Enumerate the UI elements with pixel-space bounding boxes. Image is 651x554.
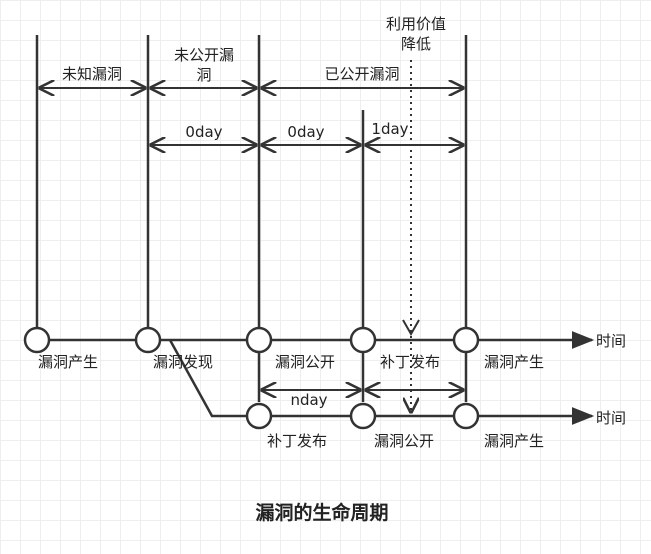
branch-axis-label: 时间 bbox=[596, 409, 626, 427]
main-node-label-3: 补丁发布 bbox=[380, 353, 440, 371]
node-patch bbox=[349, 326, 377, 354]
value-drop-arrow-head bbox=[402, 319, 420, 337]
node-end bbox=[452, 326, 480, 354]
main-node-label-2: 漏洞公开 bbox=[275, 353, 335, 371]
branch-node-label-0: 补丁发布 bbox=[267, 432, 327, 450]
label-1day: 1day bbox=[371, 120, 408, 138]
label-disclosed: 已公开漏洞 bbox=[324, 65, 399, 83]
label-undisclosed-2: 洞 bbox=[196, 66, 211, 84]
main-node-label-1: 漏洞发现 bbox=[153, 353, 213, 371]
branch-node-end bbox=[452, 402, 480, 430]
branch-node-label-1: 漏洞公开 bbox=[374, 432, 434, 450]
branch-node-label-2: 漏洞产生 bbox=[484, 432, 544, 450]
node-origin bbox=[23, 326, 51, 354]
label-0day-1: 0day bbox=[185, 123, 222, 141]
node-discovery bbox=[134, 326, 162, 354]
branch-connector bbox=[168, 339, 246, 418]
label-undisclosed-1: 未公开漏 bbox=[174, 46, 234, 64]
diagram-title: 漏洞的生命周期 bbox=[255, 501, 388, 524]
main-node-label-4: 漏洞产生 bbox=[484, 353, 544, 371]
label-nday: nday bbox=[290, 391, 327, 409]
main-axis-label: 时间 bbox=[596, 332, 626, 350]
branch-node-patch bbox=[245, 402, 273, 430]
label-value-drop-2: 降低 bbox=[401, 35, 431, 53]
label-unknown: 未知漏洞 bbox=[62, 65, 122, 83]
label-value-drop-1: 利用价值 bbox=[386, 15, 446, 33]
node-disclosure bbox=[245, 326, 273, 354]
main-node-label-0: 漏洞产生 bbox=[38, 353, 98, 371]
label-0day-2: 0day bbox=[287, 123, 324, 141]
branch-node-disclosure bbox=[349, 402, 377, 430]
